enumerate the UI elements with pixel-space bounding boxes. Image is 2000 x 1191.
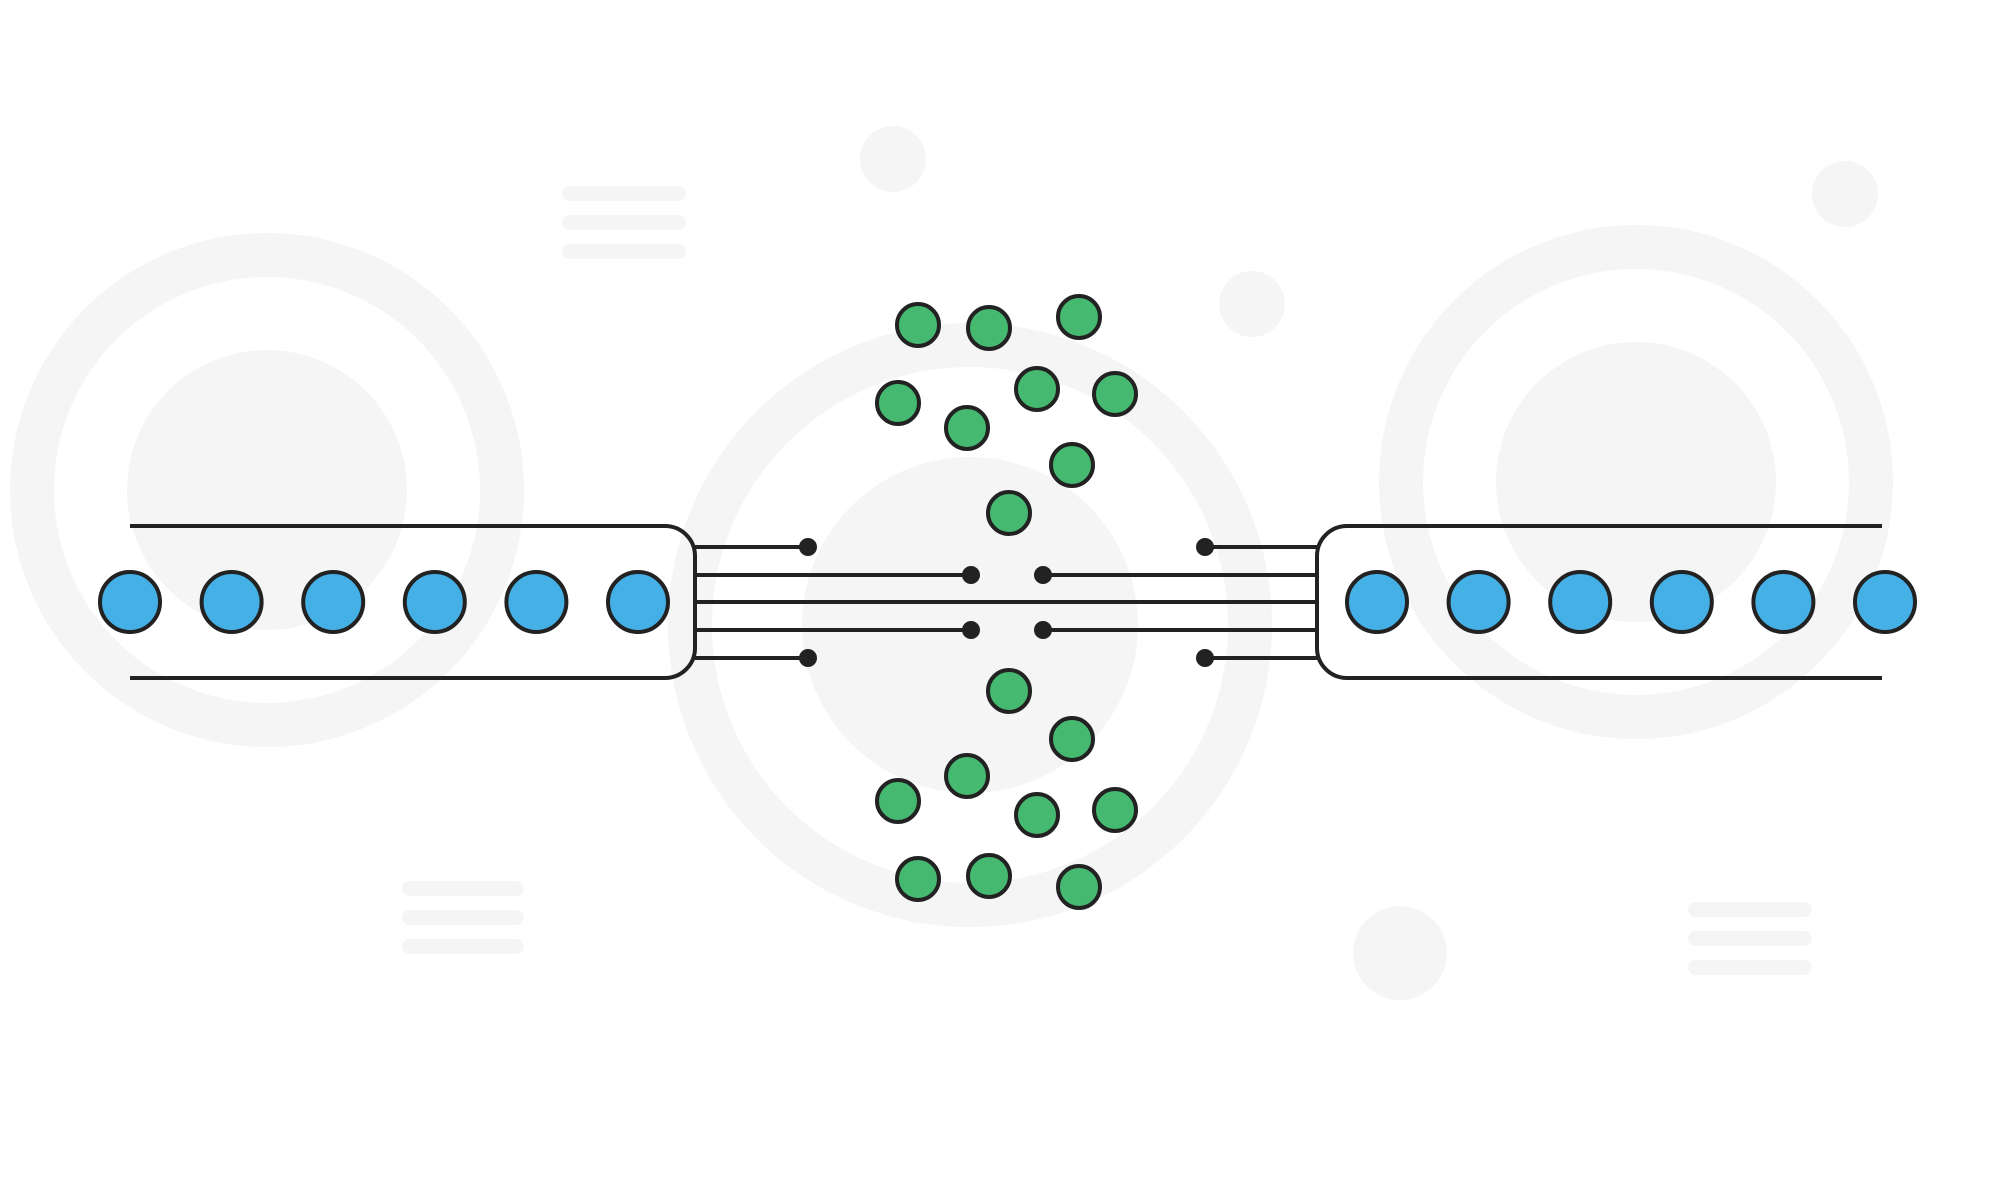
decor-line [402, 939, 524, 954]
particle-lower [1049, 716, 1095, 762]
particle-lower [986, 668, 1032, 714]
decor-disc [127, 350, 407, 630]
right-port-node [1649, 570, 1714, 634]
particle-upper [986, 490, 1032, 536]
decor-line [562, 244, 686, 259]
particle-upper [1092, 371, 1138, 417]
decor-line [402, 881, 524, 896]
left-port-node [606, 570, 670, 634]
particle-upper [966, 305, 1012, 351]
left-port-node [199, 570, 264, 634]
particle-lower [1056, 864, 1102, 910]
particle-upper [1056, 294, 1102, 340]
decor-ring [668, 323, 1272, 927]
decor-dot [860, 126, 926, 192]
right-port-node [1446, 570, 1511, 634]
decor-line [1688, 960, 1812, 975]
decor-line [1688, 902, 1812, 917]
wire-endpoint [1196, 649, 1214, 667]
left-node-row [98, 570, 670, 634]
decor-lines-bottom-right [1688, 902, 1812, 975]
decor-line [1688, 931, 1812, 946]
particle-lower [1092, 787, 1138, 833]
particle-upper [875, 380, 921, 426]
cable-bundle [695, 545, 1317, 660]
right-port-node [1751, 570, 1816, 634]
particle-lower [944, 753, 990, 799]
decor-ring [10, 233, 524, 747]
decor-dot [1353, 906, 1447, 1000]
right-ring-group [1379, 225, 1893, 739]
particle-upper [1014, 366, 1060, 412]
background-decoration [10, 126, 1893, 1000]
left-port-node [301, 570, 366, 634]
decor-lines-top [562, 186, 686, 259]
wire-endpoint [962, 566, 980, 584]
particle-lower [966, 853, 1012, 899]
particle-cloud [875, 294, 1138, 910]
wire-endpoint [799, 649, 817, 667]
wire-endpoint [1034, 621, 1052, 639]
wire-endpoint [962, 621, 980, 639]
decor-dot [1812, 161, 1878, 227]
left-port-node [402, 570, 467, 634]
particle-upper [895, 302, 941, 348]
wire-endpoint [799, 538, 817, 556]
right-connector [1315, 524, 1917, 680]
wire-endpoints [799, 538, 1214, 667]
particle-lower [875, 778, 921, 824]
particle-lower [1014, 792, 1060, 838]
left-connector [98, 524, 697, 680]
left-port-node [98, 570, 162, 634]
decor-disc [1496, 342, 1776, 622]
right-port-node [1548, 570, 1613, 634]
right-port-node [1345, 570, 1409, 634]
left-port-node [504, 570, 569, 634]
decor-line [402, 910, 524, 925]
wire-endpoint [1196, 538, 1214, 556]
particle-lower [895, 856, 941, 902]
decor-dot [1219, 271, 1285, 337]
particle-upper [944, 405, 990, 451]
wire-endpoint [1034, 566, 1052, 584]
left-ring-group [10, 233, 524, 747]
decor-line [562, 215, 686, 230]
decor-line [562, 186, 686, 201]
right-node-row [1345, 570, 1917, 634]
right-port-node [1853, 570, 1917, 634]
decor-ring [1379, 225, 1893, 739]
particle-upper [1049, 442, 1095, 488]
decor-lines-bottom-left [402, 881, 524, 954]
